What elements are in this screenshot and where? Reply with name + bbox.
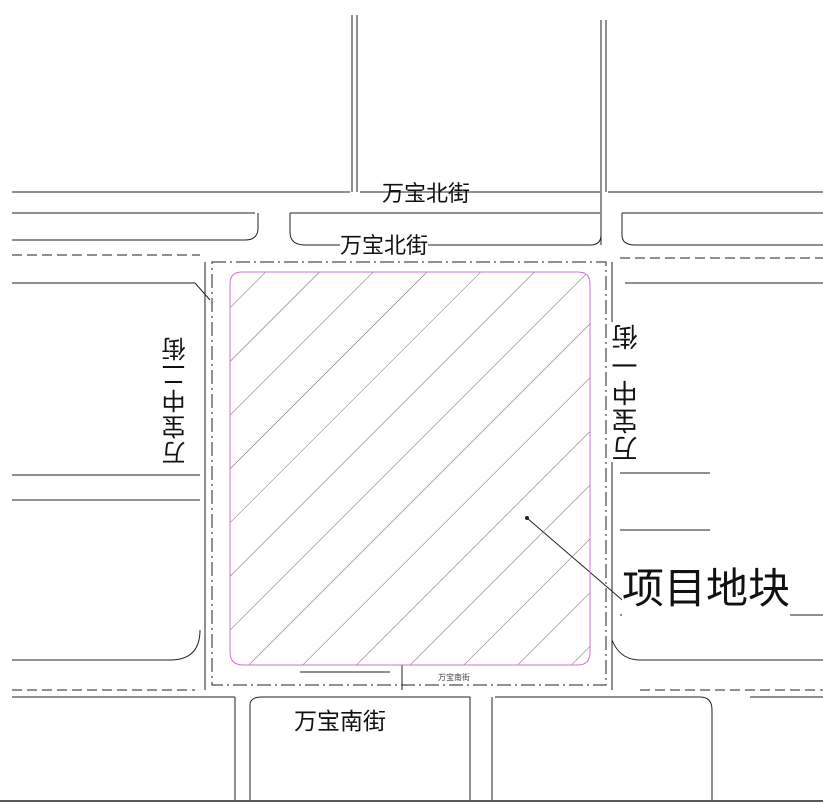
north-street-inner-label: 万宝北街 bbox=[340, 228, 429, 260]
north-street-outer-label: 万宝北街 bbox=[382, 182, 471, 207]
west-street-label: 万宝中二街 bbox=[158, 335, 193, 465]
project-plot-area bbox=[229, 271, 591, 666]
south-street-small-label: 万宝南街 bbox=[438, 673, 470, 682]
east-street-label: 万宝中一街 bbox=[608, 322, 645, 462]
project-plot-label: 项目地块 bbox=[622, 555, 791, 616]
south-street-label: 万宝南街 bbox=[294, 709, 386, 735]
road-lines bbox=[0, 15, 823, 802]
